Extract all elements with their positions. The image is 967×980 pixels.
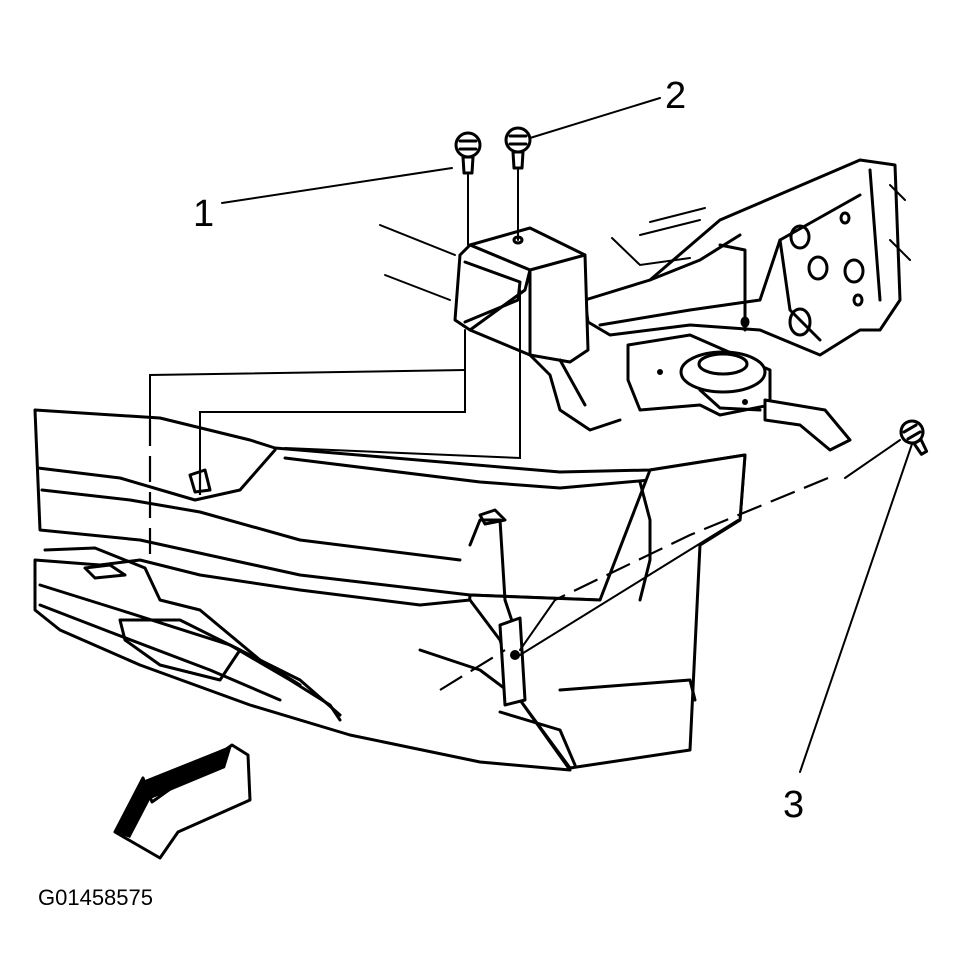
callout-2-leader xyxy=(529,97,661,139)
bumper-fascia xyxy=(33,408,747,772)
callout-1-leader xyxy=(221,167,453,204)
callout-3: 3 xyxy=(783,784,804,826)
frame-rail xyxy=(583,158,911,357)
front-direction-arrow-icon xyxy=(113,743,252,860)
dashed-line-tab xyxy=(439,649,506,691)
callout-2: 2 xyxy=(665,75,686,117)
tow-bracket xyxy=(626,333,852,452)
leader-path-b xyxy=(284,289,521,460)
assembly-lines xyxy=(148,169,901,691)
figure-id: G01458575 xyxy=(38,885,153,910)
bolt-icon xyxy=(899,419,929,456)
leader-path-c xyxy=(149,369,466,421)
leader-tab-to-fascia xyxy=(519,519,739,656)
bolt-icon xyxy=(504,126,532,170)
leader-fascia-tab xyxy=(519,599,556,651)
bumper-bracket xyxy=(379,224,622,432)
callout-3-leader xyxy=(799,443,913,773)
bolt-icon xyxy=(454,131,482,175)
bolt-3-guide xyxy=(844,439,901,479)
dashed-line-right xyxy=(554,476,829,601)
callout-1: 1 xyxy=(193,193,214,235)
